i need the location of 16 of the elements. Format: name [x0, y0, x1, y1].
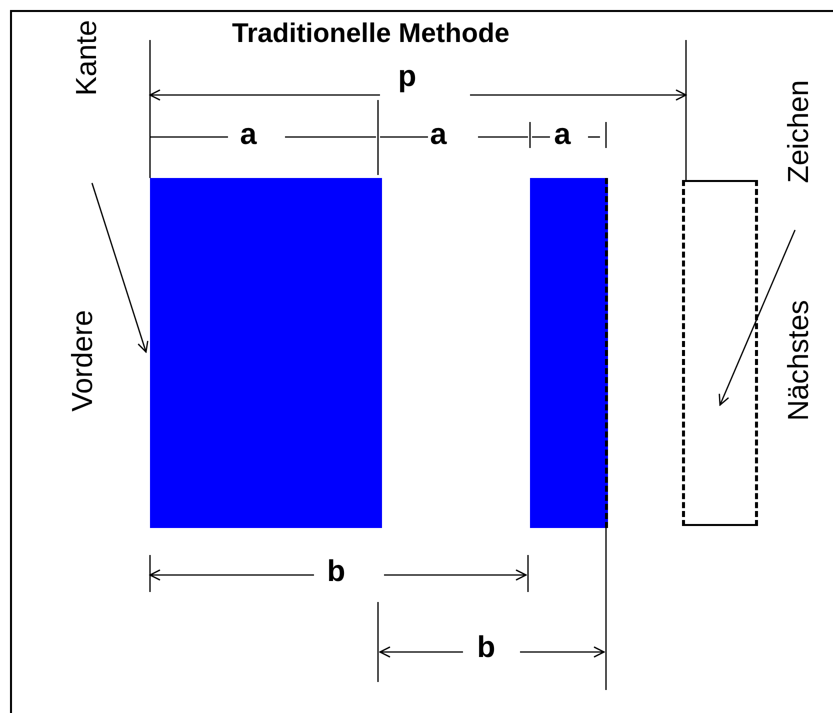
- dimension-label: p: [398, 62, 416, 92]
- leader-label: Zeichen: [784, 80, 814, 184]
- dimension-label: a: [240, 120, 257, 150]
- dimension-label: b: [327, 557, 346, 587]
- dimension-label: b: [477, 633, 496, 663]
- leader-label: Kante: [72, 20, 102, 96]
- bar: [150, 178, 382, 528]
- leader-line: [91, 182, 148, 353]
- dimension-label: a: [554, 120, 571, 150]
- dimension-label: a: [430, 120, 447, 150]
- leader-label: Vordere: [68, 310, 98, 412]
- title: Traditionelle Methode: [232, 18, 510, 49]
- dashed-box: [682, 180, 758, 526]
- bar: [530, 178, 608, 528]
- leader-label: Nächstes: [784, 300, 814, 421]
- leader-line: [718, 230, 796, 406]
